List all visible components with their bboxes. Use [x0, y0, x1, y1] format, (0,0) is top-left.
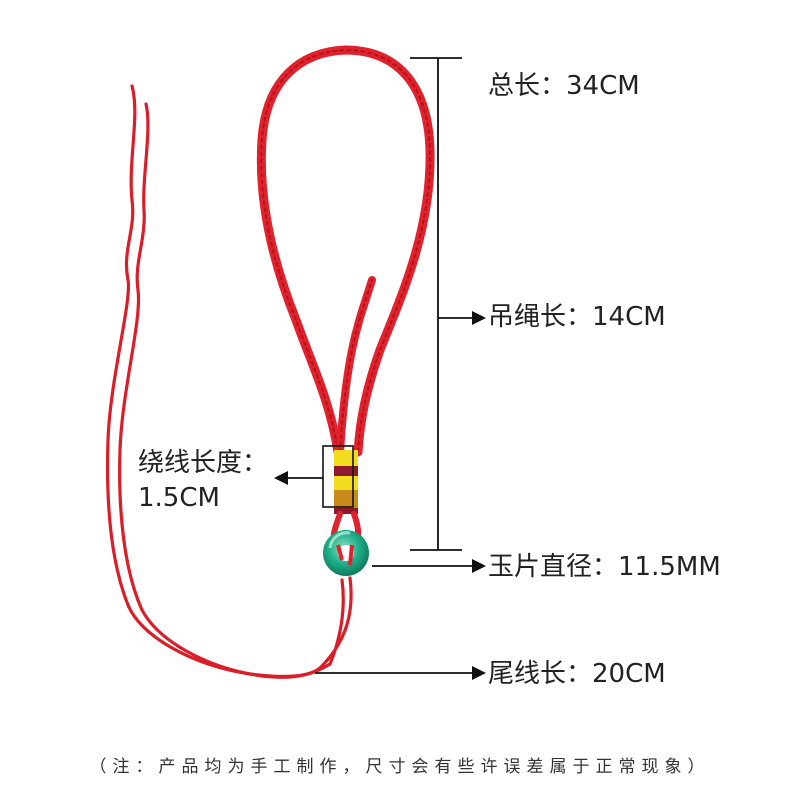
total-length-label: 总长：34CM: [488, 71, 640, 101]
hanging-cord-arrow: [438, 311, 486, 325]
winding-length-label: 绕线长度：: [138, 448, 269, 478]
hanging-loop: [256, 45, 435, 457]
jade-diameter-arrow: [372, 559, 486, 573]
tail-length-arrow: [315, 666, 486, 680]
winding-section: [322, 445, 358, 514]
jade-piece: [323, 530, 369, 576]
hanging-cord-length-label: 吊绳长：14CM: [488, 302, 666, 332]
tail-length-label: 尾线长：20CM: [488, 659, 666, 689]
jade-diameter-label: 玉片直径：11.5MM: [488, 552, 721, 582]
winding-length-value: 1.5CM: [138, 483, 220, 513]
total-length-dimension: [410, 57, 462, 551]
winding-arrow: [274, 471, 323, 485]
tail-strands: [105, 84, 332, 679]
tail-strands-lower: [318, 576, 353, 670]
footer-note: （注：产品均为手工制作，尺寸会有些许误差属于正常现象）: [89, 757, 711, 777]
